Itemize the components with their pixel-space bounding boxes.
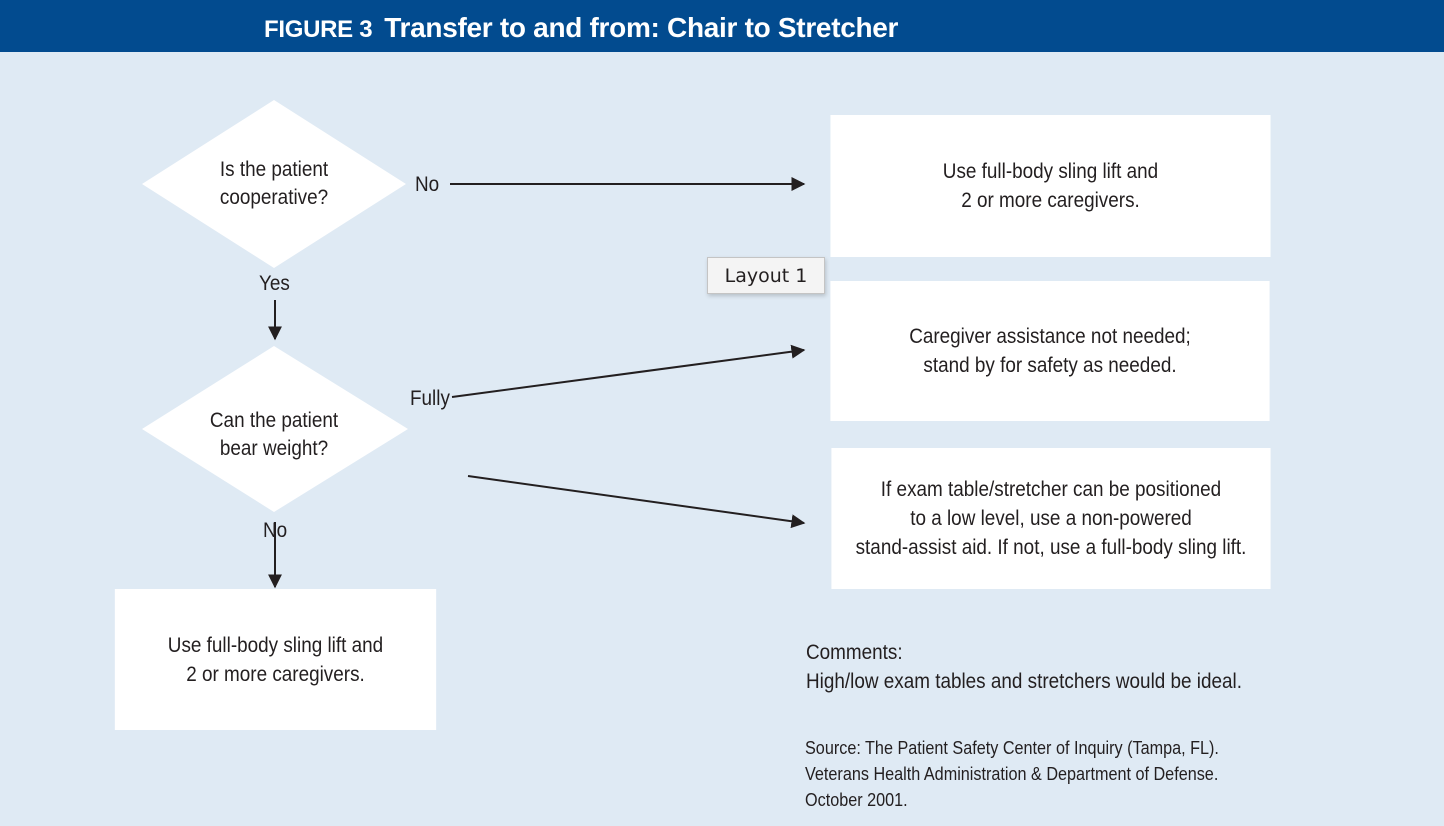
outcome-sling-lift-top: Use full-body sling lift and 2 or more c…: [830, 115, 1271, 257]
figure-header: FIGURE 3 Transfer to and from: Chair to S…: [0, 0, 1444, 52]
outcome-sling-lift-bottom: Use full-body sling lift and 2 or more c…: [114, 589, 437, 730]
decision-diamond-bear-weight: [142, 346, 408, 512]
label-fully: Fully: [410, 387, 450, 410]
label-yes: Yes: [259, 272, 290, 295]
decision-diamond-cooperative: [142, 100, 406, 268]
comments: Comments: High/low exam tables and stret…: [806, 638, 1242, 696]
arrow-fully: [451, 344, 806, 398]
comments-text: High/low exam tables and stretchers woul…: [806, 670, 1242, 693]
label-no-cooperative: No: [415, 173, 440, 196]
decision-bear-weight-label: Can the patient bear weight?: [209, 409, 339, 460]
outcome-no-assistance: Caregiver assistance not needed; stand b…: [830, 281, 1270, 421]
layout-tooltip: Layout 1: [707, 257, 825, 294]
decision-cooperative-label: Is the patient cooperative?: [219, 158, 329, 209]
comments-heading: Comments:: [806, 641, 903, 664]
source-citation: Source: The Patient Safety Center of Inq…: [805, 738, 1219, 810]
figure-number: FIGURE 3: [264, 16, 373, 43]
outcome-stand-assist: If exam table/stretcher can be positione…: [831, 448, 1271, 589]
figure-title-text: Transfer to and from: Chair to Stretcher: [384, 12, 899, 43]
arrow-partial: [467, 475, 806, 529]
figure-title: FIGURE 3 Transfer to and from: Chair to S…: [264, 12, 898, 44]
label-no-bear-weight: No: [263, 519, 288, 542]
